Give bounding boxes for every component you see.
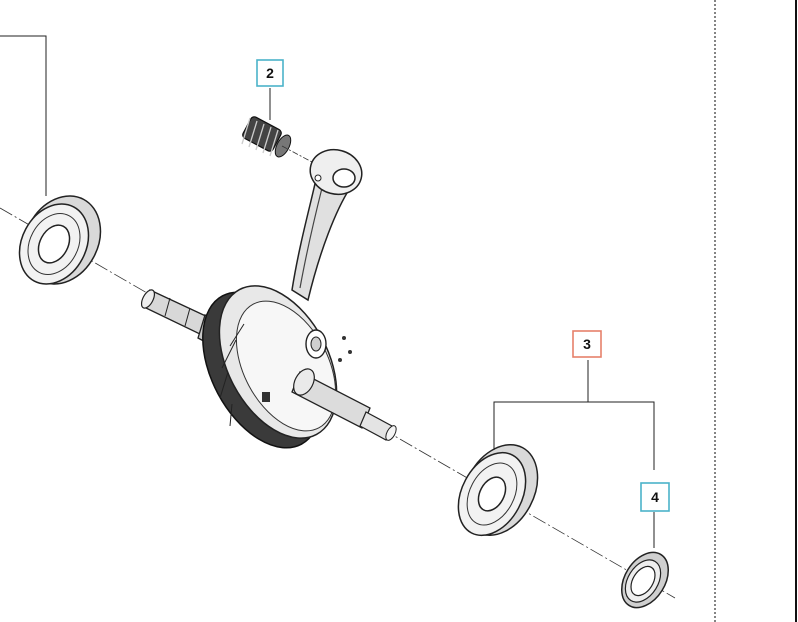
- callout-3: 3: [572, 330, 602, 358]
- crankshaft-flywheel: [202, 285, 352, 449]
- callout-2-label: 2: [266, 65, 274, 81]
- needle-bearing-axis: [281, 145, 313, 163]
- callout-3-label: 3: [583, 336, 591, 352]
- callout-2: 2: [256, 59, 284, 87]
- leader-line-left-bearing: [0, 35, 47, 196]
- left-bearing: [18, 195, 102, 285]
- callout-4: 4: [640, 482, 670, 512]
- needle-bearing: [241, 116, 292, 158]
- crankshaft-right-journal: [291, 368, 397, 441]
- connecting-rod: [291, 148, 363, 302]
- axis-line: [0, 207, 676, 599]
- right-bearing: [457, 443, 539, 537]
- seal-ring: [621, 551, 669, 609]
- leader-line-3-bracket: [493, 401, 655, 470]
- callout-4-label: 4: [651, 489, 659, 505]
